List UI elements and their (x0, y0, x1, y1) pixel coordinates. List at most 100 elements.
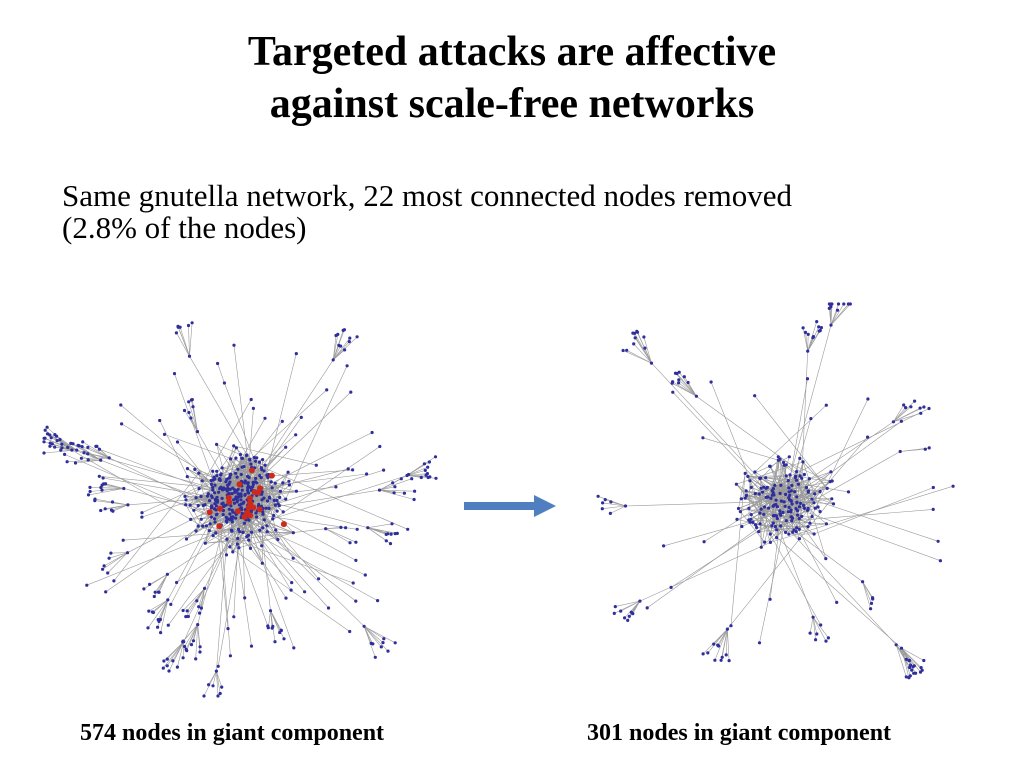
network-node (355, 335, 359, 339)
network-edge (241, 389, 327, 468)
network-edge (760, 492, 763, 510)
network-node (792, 528, 796, 532)
network-node (816, 505, 820, 509)
network-edge (325, 527, 341, 529)
network-node (869, 607, 873, 611)
network-node (235, 475, 239, 479)
network-node (784, 492, 788, 496)
network-node (209, 506, 213, 510)
network-node (422, 462, 426, 466)
network-node (284, 497, 288, 501)
network-nodes (42, 321, 438, 698)
network-edge (754, 395, 828, 489)
network-edge (895, 644, 907, 677)
network-node (716, 643, 720, 647)
network-node (346, 467, 350, 471)
network-node (222, 381, 226, 385)
network-node (161, 666, 165, 670)
network-node (194, 496, 198, 500)
network-edge (367, 527, 388, 535)
network-node (270, 486, 274, 490)
network-edge (127, 503, 223, 553)
network-node (259, 476, 263, 480)
network-node (768, 532, 772, 536)
network-node (158, 418, 162, 423)
network-node (826, 636, 830, 640)
network-node (251, 480, 255, 484)
network-node (181, 608, 185, 613)
network-node (109, 508, 114, 512)
network-node (824, 522, 828, 526)
network-node (58, 437, 62, 442)
network-edge (220, 459, 250, 476)
network-node (207, 529, 211, 533)
network-node (45, 425, 49, 429)
network-node (43, 436, 47, 440)
network-edge (325, 528, 357, 543)
network-node (226, 483, 230, 487)
network-node (782, 500, 786, 504)
network-node (784, 519, 788, 523)
network-node (919, 666, 923, 670)
network-node (159, 631, 163, 635)
network-node (220, 685, 224, 689)
network-edge (785, 461, 804, 533)
network-node (261, 526, 265, 530)
network-node (386, 532, 390, 536)
network-node (713, 658, 717, 662)
network-node (234, 471, 238, 475)
network-node (183, 644, 187, 649)
network-node (393, 485, 397, 489)
network-node (43, 428, 47, 432)
network-node (907, 658, 912, 663)
network-node (642, 335, 646, 339)
network-edge (625, 500, 792, 507)
network-node (193, 467, 197, 471)
network-node (254, 511, 258, 515)
network-node (215, 469, 219, 473)
network-node (228, 545, 232, 549)
network-node (99, 458, 103, 462)
network-node (425, 472, 429, 476)
network-edge (363, 626, 384, 639)
network-node (235, 489, 239, 493)
network-node (207, 683, 211, 687)
network-edge (205, 528, 326, 544)
network-node (80, 445, 84, 449)
network-node (818, 328, 822, 333)
network-node (194, 529, 198, 533)
network-node (805, 377, 810, 381)
network-node (759, 507, 763, 511)
network-node (848, 302, 852, 306)
network-node (797, 505, 802, 509)
network-node (126, 503, 130, 507)
network-node (811, 615, 815, 619)
network-edge (332, 336, 358, 361)
network-node (779, 524, 783, 528)
network-node (427, 460, 431, 464)
network-node (355, 527, 359, 531)
network-edge (198, 588, 205, 607)
network-node (303, 590, 307, 594)
network-edge (769, 515, 782, 600)
network-node (156, 590, 161, 594)
network-node (744, 493, 748, 498)
network-edge (148, 599, 168, 612)
network-edge (143, 574, 168, 590)
network-node (230, 529, 234, 533)
network-node (184, 537, 189, 541)
network-node (800, 514, 804, 518)
network-nodes (596, 302, 955, 680)
network-node (169, 602, 173, 606)
network-node (221, 501, 225, 505)
network-edge (755, 493, 941, 561)
network-node (235, 542, 239, 546)
hub-node (247, 500, 254, 507)
network-node (739, 497, 743, 501)
network-node (294, 352, 298, 356)
network-node (196, 623, 200, 627)
network-node (866, 435, 870, 439)
network-node (784, 530, 788, 534)
network-node (101, 476, 105, 480)
network-node (786, 510, 790, 514)
